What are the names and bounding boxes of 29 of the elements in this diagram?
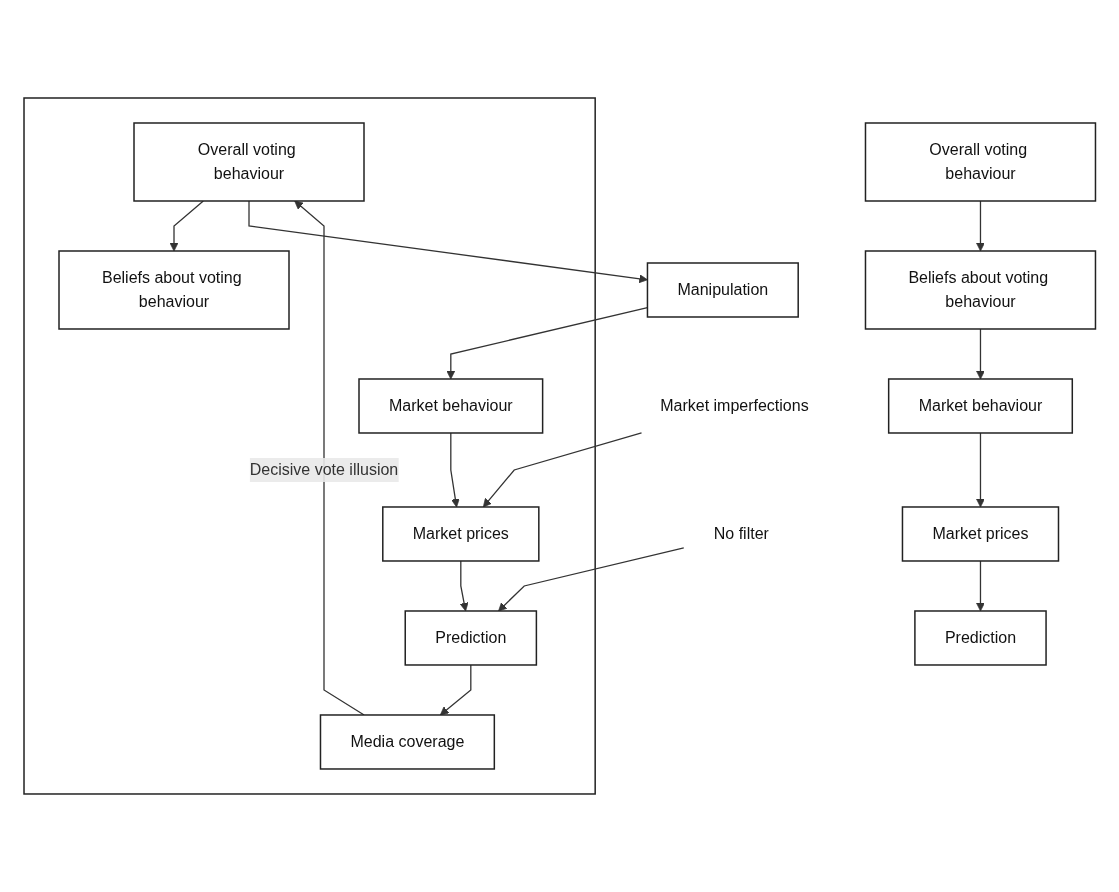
node-box: Beliefs about voting behaviour xyxy=(864,250,1096,330)
node-box: Prediction xyxy=(404,610,537,666)
node-box: Prediction xyxy=(913,610,1047,666)
node-box: Beliefs about voting behaviour xyxy=(58,250,290,330)
node-box: Market behaviour xyxy=(887,378,1073,434)
node-box: Overall voting behaviour xyxy=(864,122,1096,202)
node-text: Market imperfections xyxy=(659,396,809,414)
arrow xyxy=(248,200,648,284)
cluster xyxy=(23,97,596,795)
arrow xyxy=(169,200,204,252)
arrow xyxy=(975,432,985,508)
node-box: Media coverage xyxy=(319,714,495,770)
arrow xyxy=(975,328,985,380)
arrow xyxy=(439,664,472,716)
arrow xyxy=(497,547,685,612)
node-text: No filter xyxy=(713,524,769,542)
edge-label: Decisive vote illusion xyxy=(249,460,399,478)
node-box: Market prices xyxy=(381,506,540,562)
arrow xyxy=(294,200,365,716)
arrow xyxy=(446,307,648,380)
arrow xyxy=(975,560,985,612)
arrow xyxy=(449,432,460,508)
arrow xyxy=(975,200,985,252)
arrow xyxy=(482,432,642,508)
node-box: Manipulation xyxy=(646,262,799,318)
node-box: Market behaviour xyxy=(358,378,544,434)
arrow xyxy=(459,560,469,612)
node-box: Market prices xyxy=(901,506,1059,562)
node-box: Overall voting behaviour xyxy=(133,122,365,202)
